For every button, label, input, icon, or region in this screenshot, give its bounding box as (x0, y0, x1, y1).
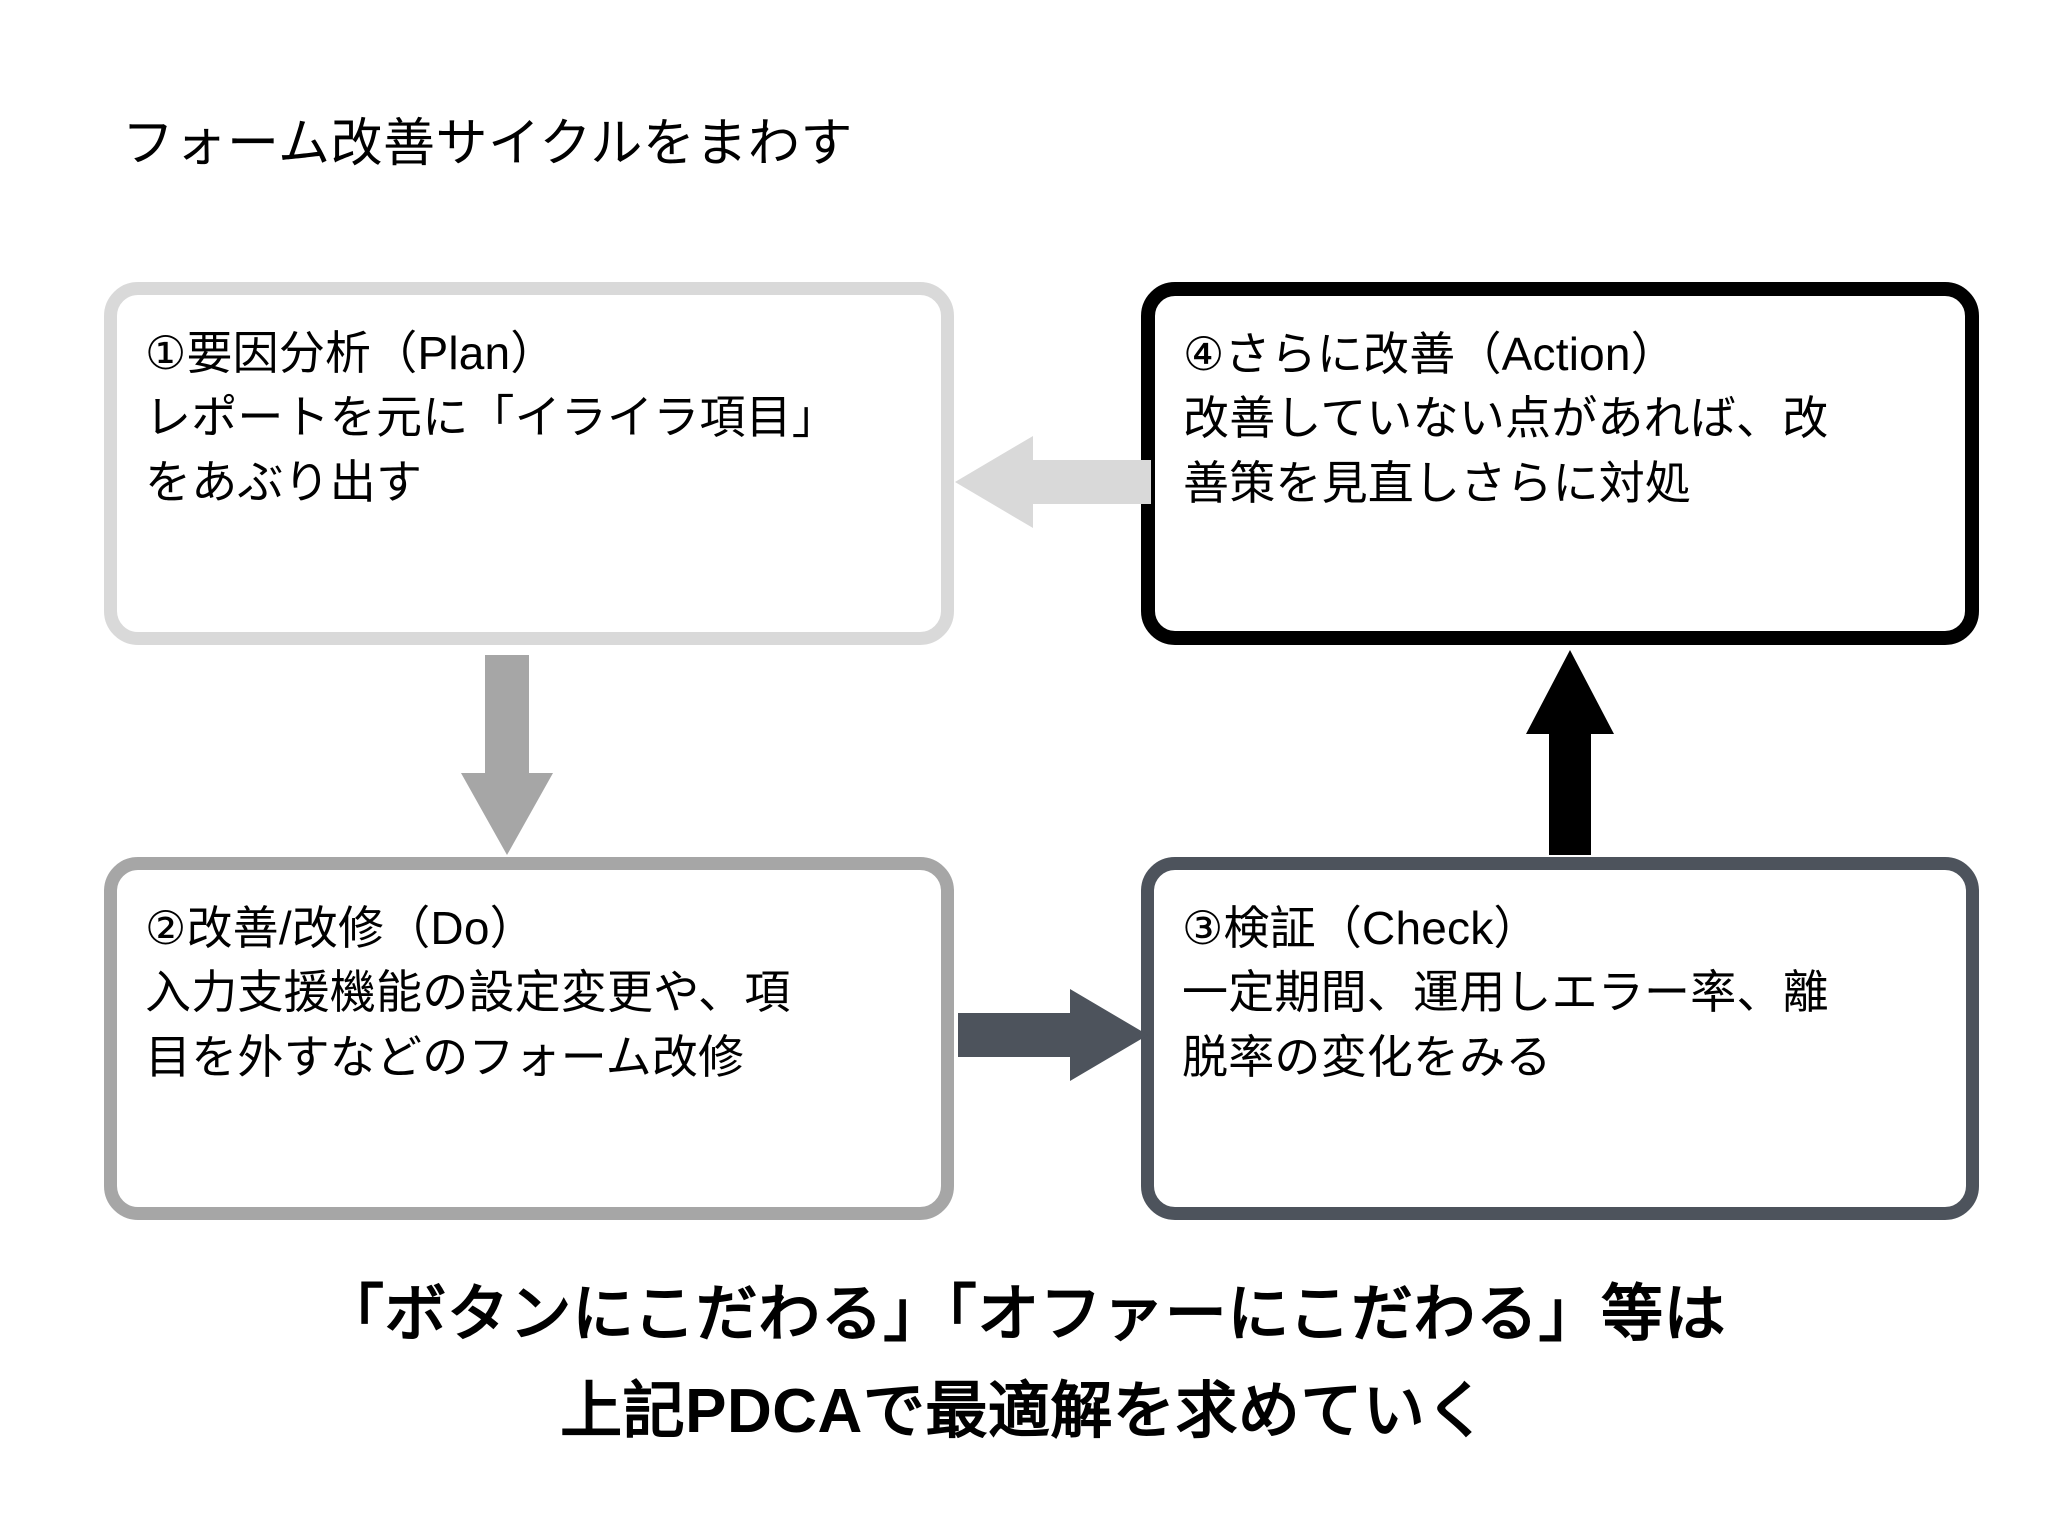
page-title: フォーム改善サイクルをまわす (122, 115, 853, 173)
pdca-box-plan-text: ①要因分析（Plan） レポートを元に「イライラ項目」 をあぶり出す (145, 327, 838, 508)
pdca-box-do[interactable]: ②改善/改修（Do） 入力支援機能の設定変更や、項 目を外すなどのフォーム改修 (104, 857, 954, 1220)
pdca-box-check-text: ③検証（Check） 一定期間、運用しエラー率、離 脱率の変化をみる (1182, 902, 1829, 1083)
pdca-box-do-text: ②改善/改修（Do） 入力支援機能の設定変更や、項 目を外すなどのフォーム改修 (145, 902, 791, 1083)
arrow-right-do-to-check-icon (958, 985, 1148, 1085)
arrow-down-plan-to-do-icon (455, 655, 559, 855)
arrow-up-check-to-action-icon (1518, 650, 1622, 855)
arrow-left-action-to-plan-icon (955, 430, 1151, 534)
pdca-box-plan[interactable]: ①要因分析（Plan） レポートを元に「イライラ項目」 をあぶり出す (104, 282, 954, 645)
pdca-box-check[interactable]: ③検証（Check） 一定期間、運用しエラー率、離 脱率の変化をみる (1141, 857, 1979, 1220)
pdca-box-action[interactable]: ④さらに改善（Action） 改善していない点があれば、改 善策を見直しさらに対… (1141, 282, 1979, 645)
pdca-box-action-text: ④さらに改善（Action） 改善していない点があれば、改 善策を見直しさらに対… (1183, 328, 1829, 509)
caption-line-2: 上記PDCAで最適解を求めていく (560, 1377, 1488, 1446)
caption-line-1: 「ボタンにこだわる」「オファーにこだわる」等は (321, 1280, 1727, 1349)
